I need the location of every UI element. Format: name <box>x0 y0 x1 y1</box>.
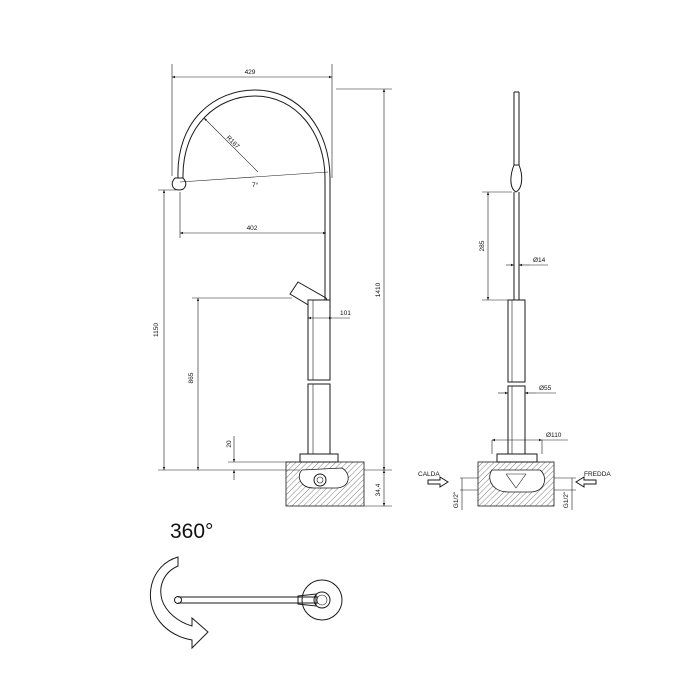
body-upper <box>307 299 331 381</box>
dim-429: 429 <box>245 69 256 76</box>
side-valve-shape <box>505 473 527 489</box>
dim-thread-left: G1/2" <box>453 491 460 508</box>
supply-pipe-section <box>313 473 327 487</box>
label-fredda: FREDDA <box>584 471 611 478</box>
spout-arc-outer <box>177 89 331 179</box>
dim-1410: 1410 <box>375 282 382 297</box>
dim-thread-right: G1/2" <box>563 491 570 508</box>
chord-line <box>179 171 329 183</box>
rotation-arrow-icon <box>149 556 209 650</box>
side-teardrop <box>510 164 523 193</box>
plan-base-outer <box>301 579 343 621</box>
side-view: 285 Ø14 Ø55 Ø110 CALDA FREDDA G1/2" G1/2… <box>418 91 611 510</box>
plan-view: 360° <box>149 520 343 650</box>
dim-radius: R167 <box>225 134 241 150</box>
label-calda: CALDA <box>418 471 440 478</box>
plan-base-middle <box>313 591 331 609</box>
supply-pipe-inner <box>316 476 324 484</box>
base-flange <box>299 453 339 463</box>
side-deck-cavity <box>489 469 545 493</box>
spout-tip <box>171 177 187 191</box>
dim-d55: Ø55 <box>539 385 552 392</box>
plan-handle <box>297 593 317 607</box>
spout-arc-inner <box>182 95 326 179</box>
rotation-label: 360° <box>170 520 213 543</box>
dim-d14: Ø14 <box>533 257 546 264</box>
side-base-flange <box>496 453 538 463</box>
plan-spout-tip <box>174 596 182 604</box>
dim-402: 402 <box>247 225 258 232</box>
dim-344: 34,4 <box>375 483 382 496</box>
deck-cavity <box>298 467 349 489</box>
dim-285: 285 <box>479 240 486 251</box>
side-body-upper <box>507 299 526 383</box>
arrow-fredda <box>575 476 597 488</box>
dim-101: 101 <box>340 310 351 317</box>
radius-line <box>203 117 259 173</box>
dim-865: 865 <box>188 372 195 383</box>
dim-1150: 1150 <box>153 323 160 337</box>
dim-angle: 7° <box>252 181 259 189</box>
plan-base-inner <box>316 594 328 606</box>
dim-d110: Ø110 <box>546 432 562 439</box>
dim-20: 20 <box>226 440 233 448</box>
body-lower <box>307 383 331 455</box>
arrow-calda <box>427 476 449 488</box>
side-body-lower <box>507 385 526 455</box>
front-view: 429 R167 7° 402 101 1150 865 20 1410 <box>153 64 392 507</box>
